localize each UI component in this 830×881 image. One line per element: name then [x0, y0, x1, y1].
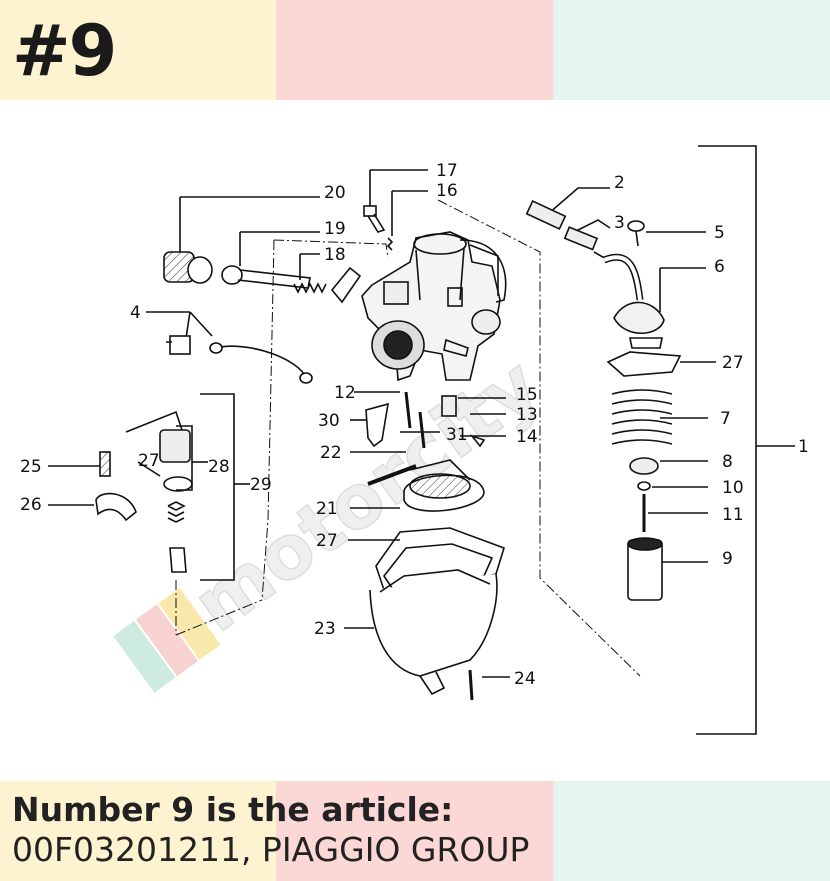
part-label: 10	[722, 478, 744, 498]
spring-18	[293, 253, 362, 304]
part-label: 13	[516, 405, 538, 425]
cable-adjuster	[525, 187, 611, 261]
part-label: 7	[720, 409, 731, 429]
screw-17	[363, 169, 428, 233]
part-label: 14	[516, 427, 538, 447]
part-label: 19	[324, 219, 346, 239]
part-label: 6	[714, 257, 725, 277]
carburetor-exploded-diagram: motorcity	[20, 145, 809, 735]
band-pink	[276, 0, 553, 100]
part-label: 27	[722, 353, 744, 373]
spring-7	[611, 389, 708, 445]
caption-article-number: 00F03201211, PIAGGIO GROUP	[12, 830, 530, 869]
part-label: 17	[436, 161, 458, 181]
part-label: 12	[334, 383, 356, 403]
part-label: 24	[514, 669, 536, 689]
part-label: 28	[208, 457, 230, 477]
drain-screw	[468, 669, 510, 701]
band-yellow	[0, 781, 276, 881]
jets	[350, 391, 506, 449]
adjust-screw	[221, 231, 320, 289]
part-label: 20	[324, 183, 346, 203]
diagram-linework	[48, 145, 795, 735]
part-labels: 17 16 2 20 19 3 5 18 6 4 27 12 15 30 13 …	[20, 161, 809, 689]
bracket-29	[200, 393, 235, 581]
part-label: 8	[722, 452, 733, 472]
assembly-bracket	[696, 145, 757, 735]
item-number-badge: #9	[12, 10, 117, 92]
band-mint	[553, 0, 830, 100]
article-caption: Number 9 is the article: 00F03201211, PI…	[12, 790, 529, 870]
screw-5	[627, 220, 706, 247]
needle-seat	[629, 457, 708, 532]
watermark: motorcity	[113, 341, 556, 693]
band-pink	[276, 781, 553, 881]
part-label: 4	[130, 303, 141, 323]
part-label: 21	[316, 499, 338, 519]
top-cover	[602, 253, 706, 377]
enrichment-valve	[48, 410, 193, 573]
idle-screw-knob	[163, 196, 320, 284]
carburetor-body	[361, 231, 507, 382]
part-label: 9	[722, 549, 733, 569]
part-label: 30	[318, 411, 340, 431]
part-label: 3	[614, 213, 625, 233]
part-label: 25	[20, 457, 42, 477]
part-label: 1	[798, 437, 809, 457]
caption-heading: Number 9 is the article:	[12, 790, 454, 829]
header-band	[0, 0, 830, 100]
band-yellow	[0, 0, 276, 100]
part-label: 27	[138, 451, 160, 471]
footer-band	[0, 781, 830, 881]
part-label: 27	[316, 531, 338, 551]
part-label: 22	[320, 443, 342, 463]
part-label: 18	[324, 245, 346, 265]
part-label: 29	[250, 475, 272, 495]
leader-16	[391, 190, 428, 236]
float	[350, 451, 485, 512]
float-bowl	[344, 527, 505, 696]
part-label: 23	[314, 619, 336, 639]
band-mint	[553, 781, 830, 881]
part-label: 11	[722, 505, 744, 525]
part-label: 31	[446, 425, 468, 445]
electric-choke	[146, 311, 313, 384]
part-label: 15	[516, 385, 538, 405]
part-label: 2	[614, 173, 625, 193]
part-label: 5	[714, 223, 725, 243]
part-label: 16	[436, 181, 458, 201]
throttle-slide	[627, 537, 708, 601]
part-label: 26	[20, 495, 42, 515]
